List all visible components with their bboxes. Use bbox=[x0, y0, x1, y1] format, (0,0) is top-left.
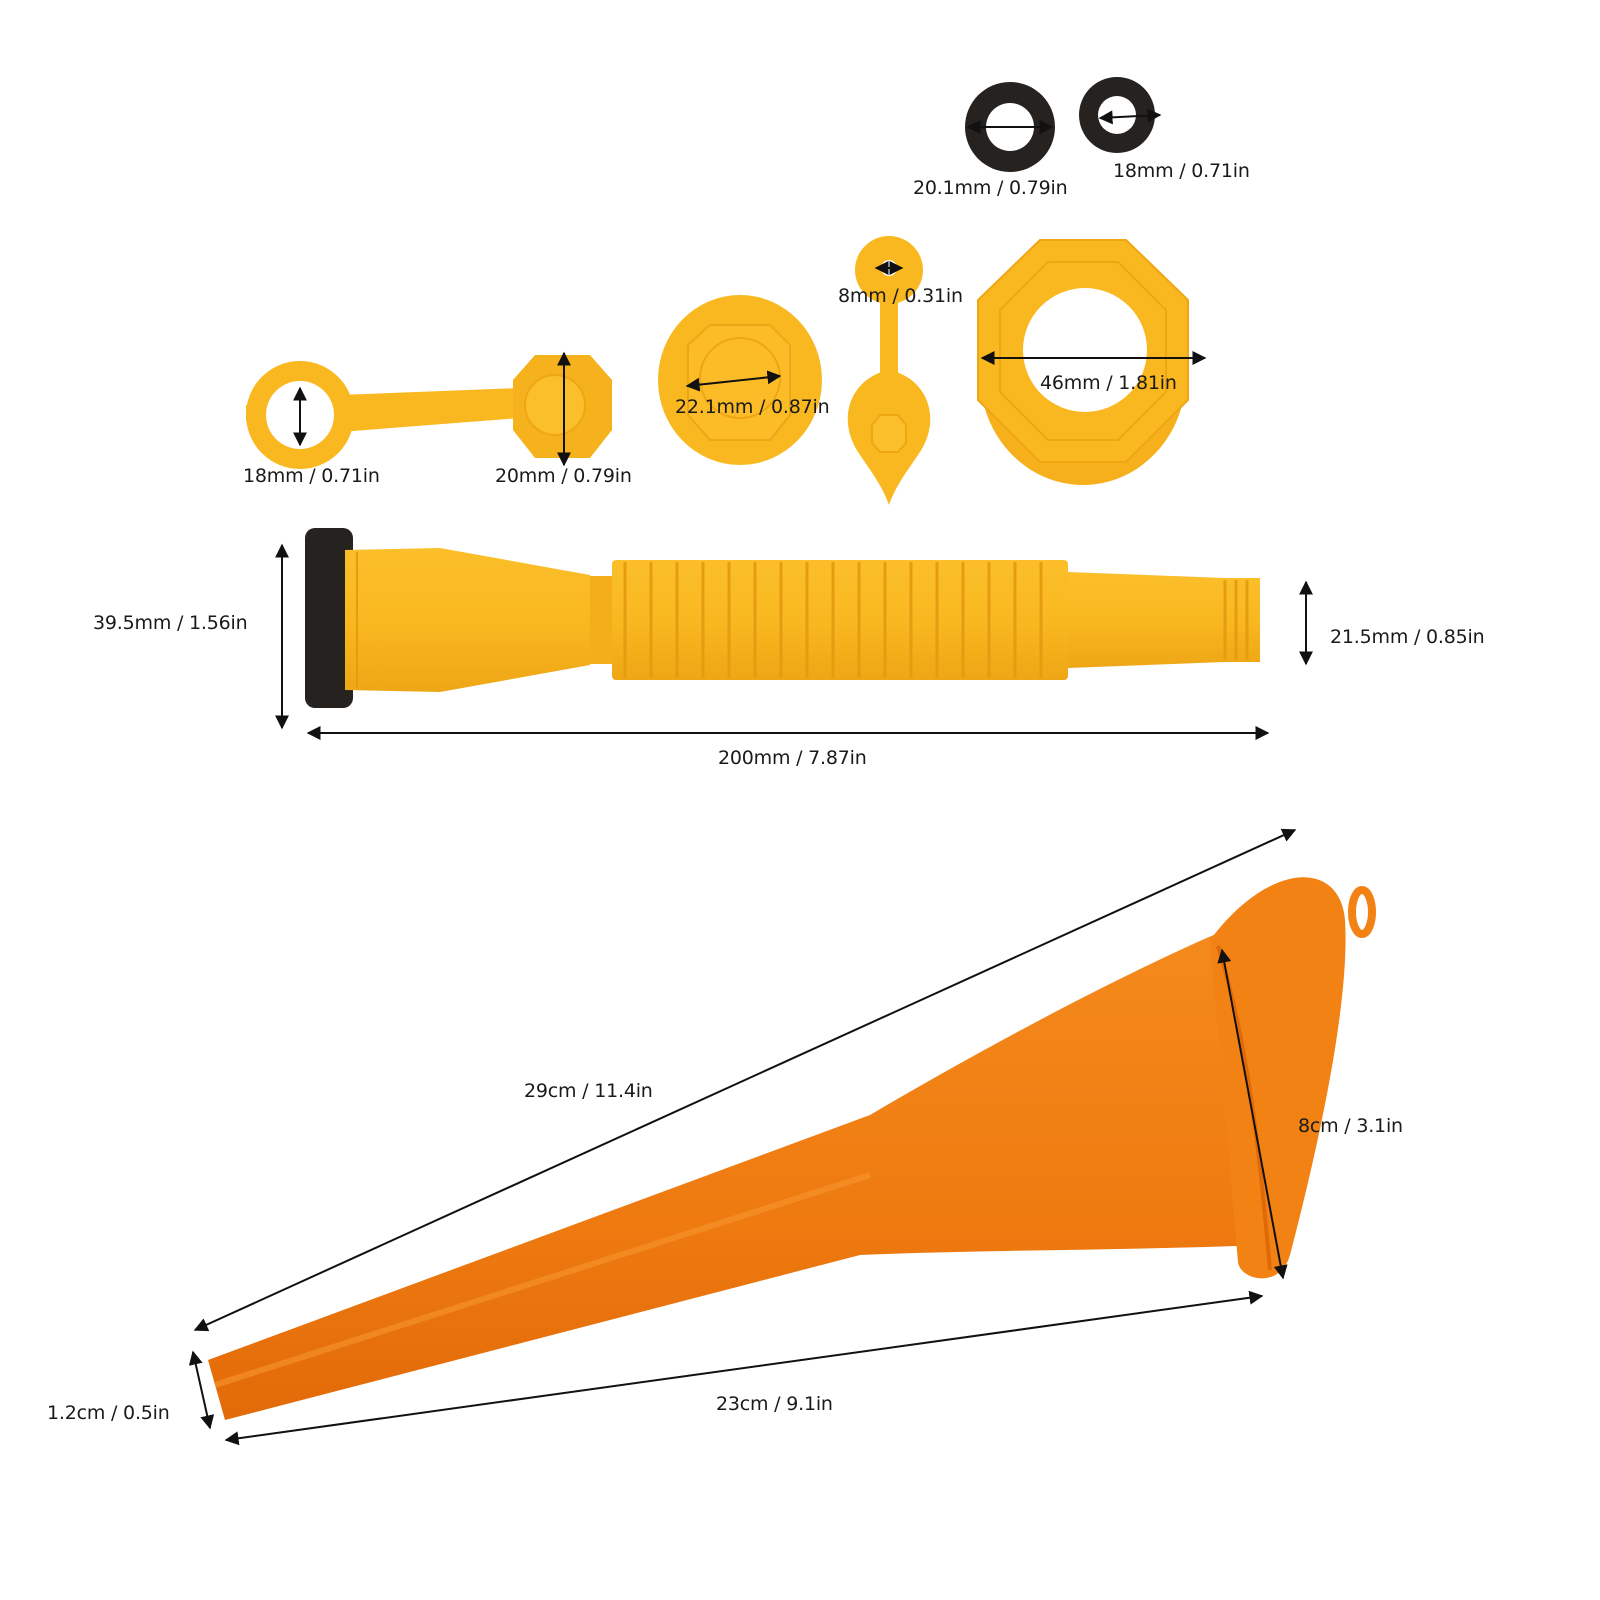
spout-length-label: 200mm / 7.87in bbox=[718, 747, 867, 769]
tethered-cap-icon bbox=[246, 351, 612, 469]
spout-tip-label: 21.5mm / 0.85in bbox=[1330, 626, 1485, 648]
round-cap-label: 22.1mm / 0.87in bbox=[675, 396, 830, 418]
funnel-mouth-label: 8cm / 3.1in bbox=[1298, 1115, 1403, 1137]
spout-base-label: 39.5mm / 1.56in bbox=[93, 612, 248, 634]
collar-nut-label: 46mm / 1.81in bbox=[1040, 372, 1177, 394]
washer-large-label: 20.1mm / 0.79in bbox=[913, 177, 1068, 199]
vent-cap-icon bbox=[847, 236, 931, 505]
washer-small-label: 18mm / 0.71in bbox=[1113, 160, 1250, 182]
round-cap-icon bbox=[658, 295, 822, 465]
washer-large-icon bbox=[965, 82, 1055, 172]
vent-cap-label: 8mm / 0.31in bbox=[838, 285, 963, 307]
tethered-cap-label: 20mm / 0.79in bbox=[495, 465, 632, 487]
washer-small-icon bbox=[1079, 77, 1162, 153]
funnel-length-top-label: 29cm / 11.4in bbox=[524, 1080, 653, 1102]
funnel-tip-label: 1.2cm / 0.5in bbox=[47, 1402, 170, 1424]
funnel-icon bbox=[188, 828, 1376, 1446]
flexible-spout-icon bbox=[275, 528, 1313, 740]
collar-nut-icon bbox=[977, 239, 1207, 485]
funnel-length-bottom-label: 23cm / 9.1in bbox=[716, 1393, 833, 1415]
tethered-cap-ring-label: 18mm / 0.71in bbox=[243, 465, 380, 487]
